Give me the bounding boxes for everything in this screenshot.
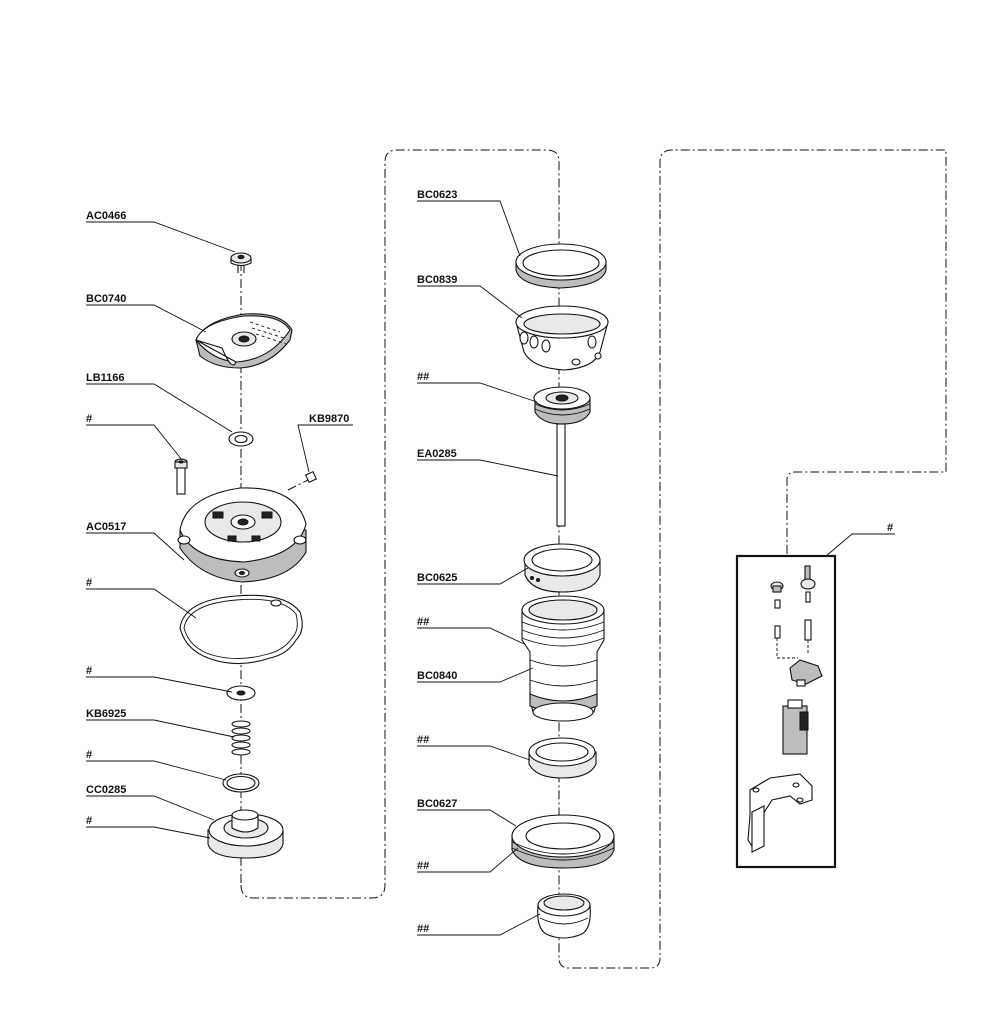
part-ea0285 <box>556 423 566 527</box>
part-lb1166 <box>228 431 254 447</box>
label-bc0625: BC0625 <box>417 572 457 584</box>
part-bc0740 <box>195 313 293 369</box>
label-bc0839: BC0839 <box>417 274 457 286</box>
part-ac0517 <box>177 487 307 583</box>
leader-lines <box>86 200 895 936</box>
label-gasket: # <box>86 577 92 589</box>
part-gasket <box>179 594 303 665</box>
label-ac0466: AC0466 <box>86 210 126 222</box>
part-oring <box>222 773 260 793</box>
label-ring2: ## <box>417 860 429 872</box>
label-bc0627: BC0627 <box>417 798 457 810</box>
label-lb1166: LB1166 <box>86 372 125 384</box>
part-ring1 <box>528 737 597 779</box>
part-bc0625 <box>523 543 601 593</box>
part-piston <box>533 386 591 425</box>
part-cc0285 <box>207 809 284 859</box>
label-bolt: # <box>86 413 92 425</box>
part-cap <box>537 893 591 939</box>
part-bc0623 <box>515 243 607 289</box>
label-washer: # <box>86 665 92 677</box>
label-bc0623: BC0623 <box>417 189 457 201</box>
part-washer <box>226 685 256 701</box>
part-bc0840 <box>521 595 605 722</box>
label-kit: # <box>887 522 893 534</box>
label-kb9870: KB9870 <box>309 413 349 425</box>
label-bc0740: BC0740 <box>86 293 126 305</box>
part-kit-box <box>735 554 837 869</box>
label-cylinder: ## <box>417 616 429 628</box>
label-ring: ## <box>417 734 429 746</box>
label-oring: # <box>86 749 92 761</box>
label-piston: ## <box>417 371 429 383</box>
label-base: # <box>86 815 92 827</box>
label-cap: ## <box>417 923 429 935</box>
label-ea0285: EA0285 <box>417 448 457 460</box>
label-ac0517: AC0517 <box>86 521 126 533</box>
label-cc0285: CC0285 <box>86 784 126 796</box>
label-kb6925: KB6925 <box>86 708 126 720</box>
label-bc0840: BC0840 <box>417 670 457 682</box>
part-labels: AC0466 BC0740 LB1166 # KB9870 AC0517 # #… <box>86 189 893 935</box>
part-bc0839 <box>515 305 609 371</box>
part-bc0627 <box>511 814 615 869</box>
part-kb9870 <box>304 470 318 484</box>
part-bolt <box>174 458 188 495</box>
part-kb6925 <box>231 720 251 756</box>
part-ac0466 <box>230 252 252 273</box>
